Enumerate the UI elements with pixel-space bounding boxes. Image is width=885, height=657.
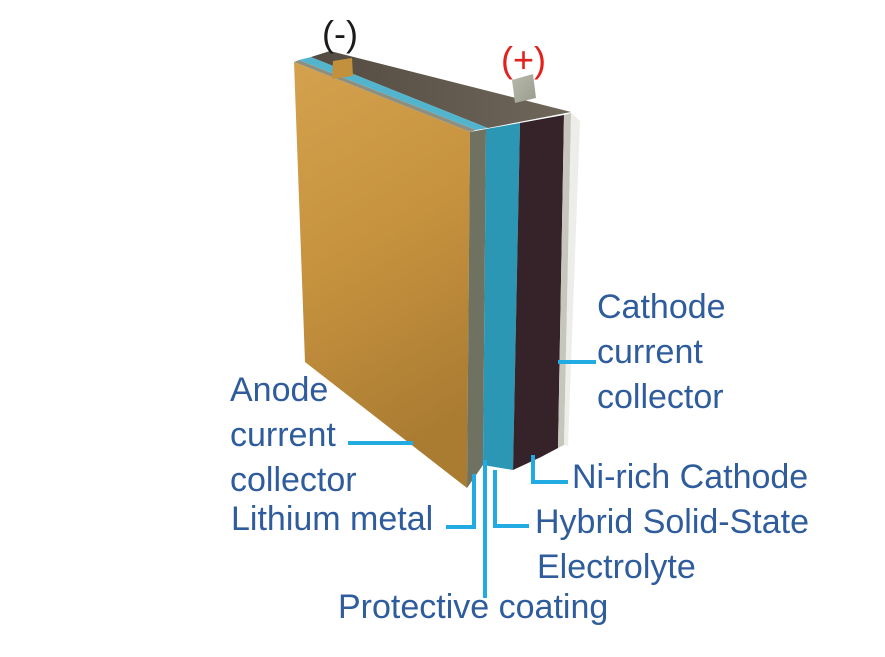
label-hybrid-solid-state-electrolyte: Hybrid Solid-State Electrolyte: [535, 500, 809, 590]
label-lithium-metal: Lithium metal: [231, 500, 434, 538]
leader-line-ni-rich-cathode: [531, 455, 568, 484]
leader-line-lithium-metal: [446, 474, 476, 529]
label-line: Anode: [230, 371, 329, 409]
label-line: current: [597, 333, 703, 371]
label-ni-rich-cathode: Ni-rich Cathode: [572, 458, 809, 496]
positive-terminal-label: (+): [501, 39, 546, 80]
label-line: collector: [597, 378, 724, 416]
electrolyte-layer: [483, 123, 520, 470]
label-protective-coating: Protective coating: [338, 588, 609, 626]
lithium-layer-top-face: [294, 60, 476, 132]
lithium-metal-layer: [467, 129, 486, 488]
leader-line-hybrid-electrolyte: [493, 470, 529, 528]
ni-rich-cathode-layer: [513, 115, 564, 470]
positive-terminal-tab: [512, 74, 536, 103]
label-cathode-current-collector: Cathode current collector: [597, 285, 726, 420]
label-anode-current-collector: Anode current collector: [230, 368, 357, 503]
label-line: Cathode: [597, 288, 726, 326]
anode-current-collector-face: [294, 62, 470, 488]
label-line: Hybrid Solid-State: [535, 503, 810, 541]
negative-terminal-tab: [332, 58, 353, 79]
leader-lines-group: [348, 360, 596, 598]
label-line: current: [230, 416, 336, 454]
cathode-current-collector-edge: [558, 113, 571, 448]
cell-top-face: [311, 51, 571, 128]
label-line: collector: [230, 461, 357, 499]
negative-terminal-label: (-): [322, 13, 358, 54]
label-line: Electrolyte: [537, 548, 696, 586]
